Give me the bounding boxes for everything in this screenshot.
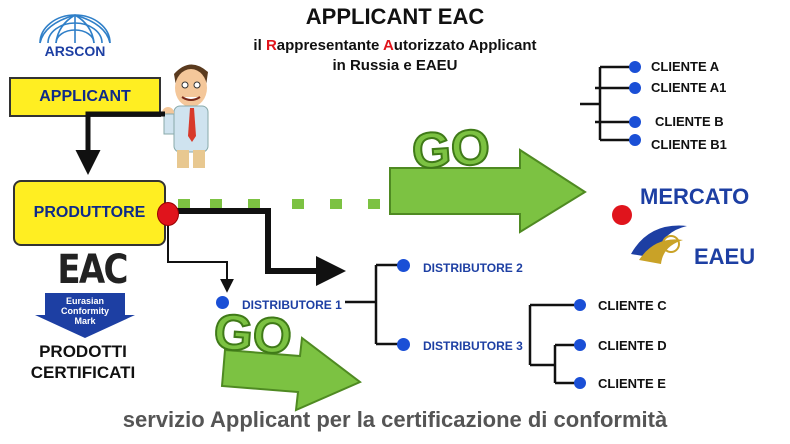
- client-a-label: CLIENTE A: [651, 59, 720, 74]
- mercato-red-dot: [612, 205, 632, 225]
- eaeu-emblem-icon: [631, 225, 687, 264]
- applicant-to-produttore-arrow: [75, 111, 165, 175]
- client-a1-label: CLIENTE A1: [651, 80, 727, 95]
- client-dot: [574, 299, 586, 311]
- subtitle-line-1: il Rappresentante Autorizzato Applicant: [253, 37, 537, 54]
- distributore1-fork: [345, 263, 398, 346]
- footer-caption: servizio Applicant per la certificazione…: [122, 407, 668, 432]
- eac-letters: EAC: [57, 247, 128, 293]
- client-d-label: CLIENTE D: [598, 338, 667, 353]
- client-dot: [574, 377, 586, 389]
- distributore3-fork: [528, 303, 575, 385]
- subtitle-line-2: in Russia e EAEU: [332, 57, 458, 74]
- green-arrow-bottom: [220, 336, 362, 412]
- page-title: APPLICANT EAC: [305, 4, 485, 29]
- eac-down-arrow-icon: [35, 293, 135, 338]
- produttore-to-distributore1-arrow: [167, 225, 234, 293]
- top-clients-fork: [580, 65, 630, 142]
- distributore2-label: DISTRIBUTORE 2: [423, 261, 523, 275]
- eaeu-label: EAEU: [694, 244, 756, 269]
- client-b1-label: CLIENTE B1: [651, 137, 727, 152]
- client-dot: [629, 82, 641, 94]
- distributore1-label: DISTRIBUTORE 1: [242, 298, 342, 312]
- client-c-label: CLIENTE C: [598, 298, 667, 313]
- mercato-label: MERCATO: [640, 184, 750, 209]
- eac-caption: Eurasian Conformity Mark: [61, 296, 109, 326]
- prodotti-certificati-label: PRODOTTI CERTIFICATI: [30, 342, 136, 382]
- distributore2-dot: [397, 259, 410, 272]
- client-b-label: CLIENTE B: [655, 114, 724, 129]
- client-dot: [629, 61, 641, 73]
- client-dot: [629, 134, 641, 146]
- distributore3-dot: [397, 338, 410, 351]
- green-arrow-top: [389, 148, 587, 234]
- businessman-illustration: [162, 64, 209, 168]
- produttore-to-distributore2-arrow: [174, 208, 346, 286]
- logo-text: ARSCON: [44, 43, 106, 59]
- go-text-top: GO: [409, 117, 493, 180]
- eac-mark: EAC: [52, 246, 128, 294]
- client-dot: [629, 116, 641, 128]
- distributore1-dot: [216, 296, 229, 309]
- produttore-red-dot: [157, 202, 179, 226]
- applicant-box: APPLICANT: [9, 77, 161, 117]
- produttore-box: PRODUTTORE: [13, 180, 166, 246]
- green-dashed-line: [178, 199, 380, 209]
- arscon-logo: ARSCON: [30, 10, 120, 60]
- client-dot: [574, 339, 586, 351]
- distributore3-label: DISTRIBUTORE 3: [423, 339, 523, 353]
- client-e-label: CLIENTE E: [598, 376, 666, 391]
- globe-icon: [39, 14, 111, 44]
